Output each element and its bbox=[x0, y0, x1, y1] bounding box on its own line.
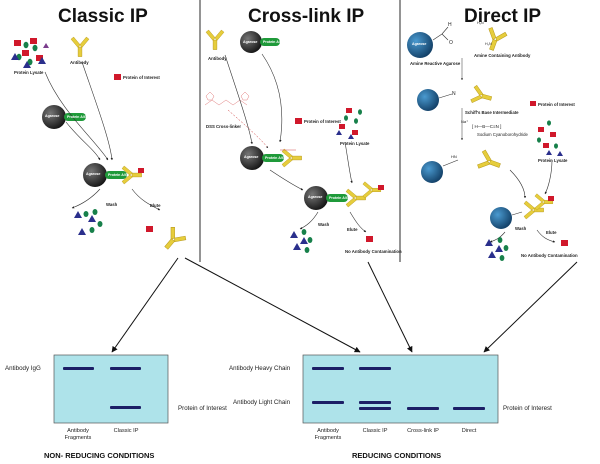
direct-schiff-label: Schiff's Base Intermediate bbox=[465, 110, 519, 115]
non-reducing-bands bbox=[63, 367, 141, 409]
r-lane-crosslink-ip: Cross-link IP bbox=[407, 428, 439, 434]
r-lane-antibody-fragments: Antibody Fragments bbox=[314, 428, 342, 441]
crosslink-ip-title: Cross-link IP bbox=[248, 6, 365, 27]
nr-lane-classic-ip: Classic IP bbox=[113, 428, 139, 434]
direct-protein-lysate-label: Protein Lysate bbox=[538, 158, 568, 163]
classic-bound-agarose-label: Agarose bbox=[86, 172, 101, 176]
classic-antibody-label: Antibody bbox=[70, 60, 89, 65]
r-protein-of-interest-label: Protein of Interest bbox=[503, 405, 552, 412]
non-reducing-condition-label: NON- REDUCING CONDITIONS bbox=[44, 451, 155, 460]
r-row-label-heavy-chain: Antibody Heavy Chain bbox=[229, 365, 291, 372]
direct-ip-title: Direct IP bbox=[464, 6, 542, 27]
crosslink-low-agarose-label: Agarose bbox=[308, 195, 323, 199]
crosslink-mid-protein-ag-label: Protein A/G bbox=[265, 156, 285, 160]
classic-bound-protein-ag-label: Protein A/G bbox=[108, 173, 128, 177]
classic-agarose-label: Agarose bbox=[45, 114, 60, 118]
direct-reductant-label: Sodium Cyanoborohydride bbox=[477, 132, 528, 137]
crosslink-ip-scheme bbox=[204, 29, 384, 253]
classic-protein-of-interest-label: Protein of Interest bbox=[123, 75, 160, 80]
classic-ip-title: Classic IP bbox=[58, 6, 148, 27]
direct-protein-of-interest-label: Protein of Interest bbox=[538, 102, 575, 107]
r-lane-classic-ip: Classic IP bbox=[362, 428, 388, 434]
nr-lane-antibody-fragments: Antibody Fragments bbox=[64, 428, 92, 441]
crosslink-no-contamination-label: No Antibody Contamination bbox=[345, 249, 402, 254]
classic-wash-label: Wash bbox=[106, 202, 118, 207]
svg-text:H₂N: H₂N bbox=[477, 21, 484, 25]
crosslink-elute-label: Elute bbox=[347, 227, 358, 232]
classic-ip-scheme bbox=[11, 36, 188, 255]
svg-text:H₂N: H₂N bbox=[485, 42, 492, 46]
direct-no-contamination-label: No Antibody Contamination bbox=[521, 253, 578, 258]
reducing-bands bbox=[312, 367, 485, 410]
nr-row-label-igg: Antibody IgG bbox=[5, 365, 41, 372]
crosslink-wash-label: Wash bbox=[318, 222, 330, 227]
reducing-condition-label: REDUCING CONDITIONS bbox=[352, 451, 442, 460]
direct-elute-label: Elute bbox=[546, 230, 557, 235]
gel-non-reducing bbox=[53, 354, 169, 424]
crosslink-low-protein-ag-label: Protein A/G bbox=[329, 196, 349, 200]
classic-elute-label: Elute bbox=[150, 203, 161, 208]
svg-text:O: O bbox=[449, 40, 453, 46]
crosslink-protein-of-interest-label: Protein of Interest bbox=[304, 119, 341, 124]
crosslink-protein-lysate-label: Protein Lysate bbox=[340, 141, 370, 146]
gel-reducing bbox=[302, 354, 499, 424]
crosslink-mid-agarose-label: Agarose bbox=[244, 155, 259, 159]
crosslink-antibody-label: Antibody bbox=[208, 56, 227, 61]
crosslink-agarose-label: Agarose bbox=[243, 40, 258, 44]
nr-protein-of-interest-label: Protein of Interest bbox=[178, 405, 227, 412]
direct-wash-label: Wash bbox=[515, 226, 527, 231]
protein-lysate-cluster bbox=[11, 38, 49, 68]
classic-protein-lysate-label: Protein Lysate bbox=[14, 70, 44, 75]
direct-agarose-label: Agarose bbox=[412, 42, 427, 46]
r-row-label-light-chain: Antibody Light Chain bbox=[233, 399, 291, 406]
direct-amine-antibody-label: Amine Containing Antibody bbox=[474, 53, 531, 58]
svg-text:N: N bbox=[452, 91, 456, 97]
r-lane-direct: Direct bbox=[461, 428, 477, 434]
svg-text:[ H—B—C≡N ]: [ H—B—C≡N ] bbox=[472, 124, 501, 129]
crosslink-dss-label: DSS Cross-linker bbox=[206, 124, 242, 129]
classic-protein-ag-label: Protein A/G bbox=[67, 115, 87, 119]
direct-amine-agarose-label: Amine Reactive Agarose bbox=[410, 61, 461, 66]
crosslink-protein-ag-label: Protein A/G bbox=[263, 40, 283, 44]
svg-text:HN: HN bbox=[451, 154, 457, 159]
direct-ip-scheme: H O H₂N H₂N N Na⁺ [ H—B—C≡N ] H bbox=[407, 21, 568, 261]
svg-text:Na⁺: Na⁺ bbox=[461, 119, 468, 124]
gel-connector-arrows bbox=[111, 257, 578, 353]
svg-text:H: H bbox=[448, 22, 452, 28]
